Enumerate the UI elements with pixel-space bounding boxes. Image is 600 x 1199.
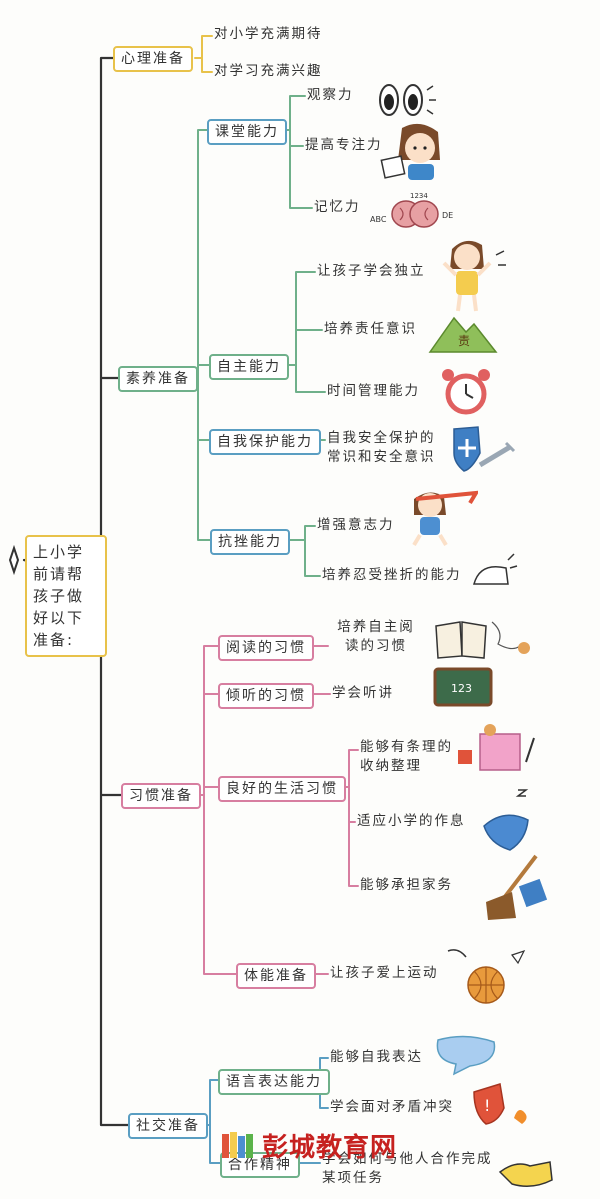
node-zizhu: 自主能力: [209, 354, 289, 380]
svg-text:DE: DE: [442, 211, 453, 220]
branch-shejiao: 社交准备: [128, 1113, 208, 1139]
node-kangcuo: 抗挫能力: [210, 529, 290, 555]
books-logo-icon: [222, 1131, 253, 1158]
leaf-listen: 学会听讲: [332, 685, 394, 701]
sparkle-icon: [8, 544, 20, 576]
leaf-sport: 让孩子爱上运动: [330, 965, 439, 981]
book-icon: [435, 621, 530, 659]
shield-icon: [453, 426, 516, 472]
leaf-will: 增强意志力: [317, 517, 395, 533]
broom-icon: [486, 854, 548, 920]
alarm-clock-icon: [442, 369, 490, 415]
root-node: 上小学前请帮孩子做好以下准备:: [25, 535, 107, 657]
running-girl-icon: [412, 490, 478, 547]
node-qingting: 倾听的习惯: [218, 683, 314, 709]
node-tineng: 体能准备: [236, 963, 316, 989]
pillow-icon: [483, 789, 529, 851]
leaf-safety: 自我安全保护的常识和安全意识: [327, 430, 436, 465]
leaf-independent: 让孩子学会独立: [317, 263, 426, 279]
node-ziwo: 自我保护能力: [209, 429, 321, 455]
leaf-responsibility: 培养责任意识: [324, 321, 417, 337]
basketball-icon: [447, 949, 526, 1004]
leaf-observe: 观察力: [307, 87, 354, 103]
node-shenghuo: 良好的生活习惯: [218, 776, 346, 802]
speech-bubble-icon: [436, 1035, 496, 1076]
leaf-organize: 能够有条理的收纳整理: [360, 739, 453, 774]
branch-suyang: 素养准备: [118, 366, 198, 392]
svg-text:1234: 1234: [410, 192, 428, 200]
bowl-icon: [473, 553, 518, 585]
leaf-frustration: 培养忍受挫折的能力: [322, 567, 462, 583]
leaf-chores: 能够承担家务: [360, 877, 453, 893]
node-yuyan: 语言表达能力: [218, 1069, 330, 1095]
girl-focus-icon: [380, 123, 440, 180]
mountain-icon: 责: [428, 316, 498, 353]
leaf-focus: 提高专注力: [305, 137, 383, 153]
leaf-conflict: 学会面对矛盾冲突: [330, 1099, 454, 1115]
chalkboard-icon: 123: [433, 667, 493, 707]
suyang-lines: [190, 129, 211, 541]
leaf-time: 时间管理能力: [327, 383, 420, 399]
storage-box-icon: [458, 724, 535, 771]
svg-text:123: 123: [451, 682, 472, 695]
node-ketang: 课堂能力: [207, 119, 287, 145]
node-yuedu: 阅读的习惯: [218, 635, 314, 661]
leaf-cooperate: 学会如何与他人合作完成某项任务: [322, 1151, 493, 1186]
leaf-schedule: 适应小学的作息: [357, 813, 466, 829]
xinli-lines: [194, 35, 213, 73]
leaf-xinli-1: 对小学充满期待: [214, 26, 323, 42]
svg-text:责: 责: [458, 334, 470, 348]
eyes-icon: [379, 84, 436, 116]
leaf-reading: 培养自主阅读的习惯: [337, 619, 415, 654]
branch-xiguan: 习惯准备: [121, 783, 201, 809]
branch-xinli: 心理准备: [113, 46, 193, 72]
leaf-xinli-2: 对学习充满兴趣: [214, 63, 323, 79]
brain-icon: 1234 ABC DE: [370, 192, 453, 228]
leaf-memory: 记忆力: [314, 199, 361, 215]
leaf-express: 能够自我表达: [330, 1049, 423, 1065]
watermark: 彭城教育网: [220, 1127, 397, 1164]
svg-text:!: !: [484, 1096, 490, 1115]
alert-shield-icon: !: [473, 1083, 527, 1125]
independent-girl-icon: [442, 240, 506, 312]
svg-text:ABC: ABC: [370, 215, 387, 224]
handshake-icon: [498, 1161, 553, 1187]
